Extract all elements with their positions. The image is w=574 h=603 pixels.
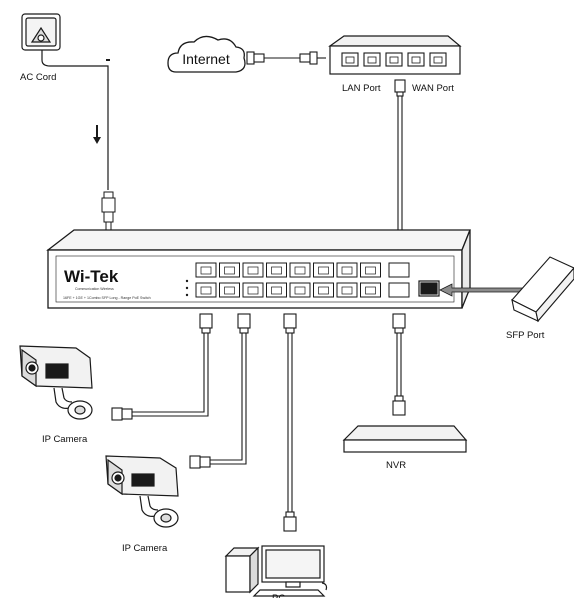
switch-port — [313, 262, 334, 278]
ip-camera-2-label: IP Camera — [122, 543, 168, 554]
ip-camera-icon — [19, 345, 93, 420]
internet-label: Internet — [182, 51, 230, 67]
switch-port — [289, 262, 311, 278]
down-arrow-icon — [93, 125, 101, 144]
internet-cable — [246, 51, 326, 65]
ip-camera-1-label: IP Camera — [42, 434, 88, 445]
switch-port — [266, 262, 287, 278]
switch-port — [289, 282, 311, 298]
router-port — [429, 52, 447, 67]
switch-leds — [185, 279, 189, 297]
sfp-port-label: SFP Port — [506, 330, 545, 341]
lan-port-label: LAN Port — [342, 83, 381, 94]
ac-cord-cable — [41, 50, 109, 190]
internet-cloud-icon — [167, 35, 246, 73]
switch-port — [242, 282, 264, 298]
router-port — [407, 52, 425, 67]
nvr-cable — [392, 313, 406, 416]
pc-icon — [224, 545, 328, 597]
switch-port — [195, 262, 217, 278]
router-port — [341, 52, 359, 67]
camera1-cable — [111, 313, 213, 421]
switch-model-text: 16FE + 1GE + 1Combo SFP Long - Range PoE… — [63, 296, 151, 300]
switch-port — [313, 282, 334, 298]
sfp-module-icon — [511, 256, 574, 323]
switch-port — [360, 262, 381, 278]
switch-port — [360, 282, 381, 298]
switch-port — [195, 282, 217, 298]
power-connector-icon — [101, 191, 116, 230]
ac-cord-label: AC Cord — [20, 72, 56, 83]
switch-uplink-ports — [388, 262, 410, 298]
ac-plug-icon — [21, 13, 61, 51]
pc-label: PC — [272, 593, 285, 598]
switch-port — [219, 262, 240, 278]
router-port — [385, 52, 403, 67]
ip-camera-icon — [105, 455, 179, 528]
switch-sfp-slot — [418, 280, 440, 297]
switch-ports — [195, 262, 381, 298]
pc-cable — [283, 313, 297, 532]
switch-port — [242, 262, 264, 278]
switch-port — [336, 282, 358, 298]
switch-port — [266, 282, 287, 298]
router-port — [363, 52, 381, 67]
camera2-cable — [189, 313, 251, 469]
router-ports — [341, 52, 447, 67]
switch-tagline: Communication Wireless — [75, 287, 114, 291]
switch-port — [336, 262, 358, 278]
nvr-device-icon — [342, 425, 468, 453]
wan-port-label: WAN Port — [412, 83, 454, 94]
switch-logo: Wi-Tek — [64, 267, 119, 286]
switch-port — [219, 282, 240, 298]
nvr-label: NVR — [386, 460, 406, 471]
